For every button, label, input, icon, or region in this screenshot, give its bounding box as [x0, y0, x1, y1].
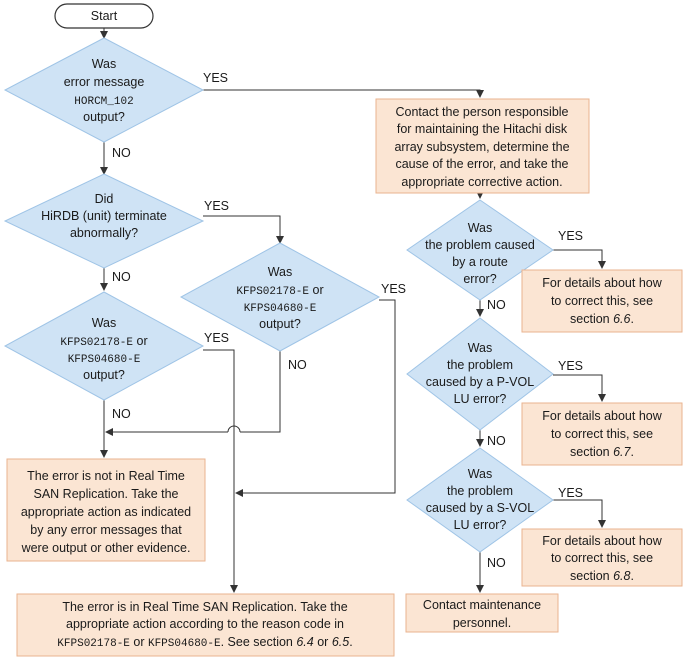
d2-line2: HiRDB (unit) terminate	[41, 209, 167, 223]
label-d3-yes: YES	[381, 282, 406, 296]
d4-line4: output?	[83, 368, 125, 382]
route-line1: For details about how	[542, 276, 662, 290]
label-d3-no: NO	[288, 358, 307, 372]
pvol-line3: section 6.7.	[570, 445, 634, 459]
rtsr-line2: appropriate action according to the reas…	[66, 617, 344, 631]
not-rtsr-line3: appropriate action as indicated	[21, 505, 191, 519]
decision-pvol-error: Was the problem caused by a P-VOL LU err…	[406, 317, 554, 431]
box-pvol-details: For details about how to correct this, s…	[521, 402, 683, 466]
d6-line2: the problem	[447, 358, 513, 372]
d1-line1: Was	[92, 57, 117, 71]
d5-line3: by a route	[452, 255, 508, 269]
d6-line3: caused by a P-VOL	[426, 375, 534, 389]
d4-line2: KFPS02178-E or	[60, 334, 147, 349]
label-d6-no: NO	[487, 434, 506, 448]
rtsr-line3: KFPS02178-E or KFPS04680-E. See section …	[57, 635, 352, 650]
label-d1-yes: YES	[203, 71, 228, 85]
decision-route-error: Was the problem caused by a route error?	[406, 199, 554, 301]
not-rtsr-line4: by any error messages that	[30, 523, 182, 537]
box-contact-responsible: Contact the person responsible for maint…	[375, 98, 590, 194]
pvol-line1: For details about how	[542, 409, 662, 423]
decision-kfps-output: Was KFPS02178-E or KFPS04680-E output?	[3, 291, 205, 401]
label-d5-yes: YES	[558, 229, 583, 243]
label-d7-yes: YES	[558, 486, 583, 500]
d1-code: HORCM_102	[74, 96, 133, 108]
d2-line1: Did	[95, 192, 114, 206]
d7-line3: caused by a S-VOL	[426, 501, 534, 515]
d3-line4: output?	[259, 317, 301, 331]
start-terminal: Start	[54, 3, 154, 29]
d3-line3: KFPS04680-E	[244, 303, 317, 315]
connector-d4-rtsr	[203, 349, 238, 593]
connector-d1-contact	[203, 89, 484, 98]
svol-line1: For details about how	[542, 534, 662, 548]
decision-hirdb-terminate: Did HiRDB (unit) terminate abnormally?	[3, 173, 205, 269]
box-maintenance: Contact maintenance personnel.	[405, 593, 559, 633]
label-d2-no: NO	[112, 270, 131, 284]
box-rtsr: The error is in Real Time SAN Replicatio…	[16, 593, 395, 657]
d4-line1: Was	[92, 316, 117, 330]
box-not-rtsr: The error is not in Real Time SAN Replic…	[6, 458, 206, 562]
label-d4-yes: YES	[204, 331, 229, 345]
label-d4-no: NO	[112, 407, 131, 421]
box-svol-details: For details about how to correct this, s…	[521, 528, 683, 587]
d5-line2: the problem caused	[425, 238, 535, 252]
d7-line1: Was	[468, 467, 493, 481]
label-d5-no: NO	[487, 298, 506, 312]
d7-line2: the problem	[447, 484, 513, 498]
maint-line1: Contact maintenance	[423, 598, 541, 612]
d7-line4: LU error?	[454, 518, 507, 532]
connector-d2-d3	[203, 215, 284, 244]
d3-line2: KFPS02178-E or	[236, 283, 323, 298]
contact-line3: array subsystem, determine the	[394, 140, 569, 154]
route-line3: section 6.6.	[570, 312, 634, 326]
d4-line3: KFPS04680-E	[68, 354, 141, 366]
svol-line3: section 6.8.	[570, 569, 634, 583]
contact-line1: Contact the person responsible	[395, 105, 568, 119]
not-rtsr-line2: SAN Replication. Take the	[34, 487, 179, 501]
decision-kfps-after-terminate: Was KFPS02178-E or KFPS04680-E output?	[179, 242, 381, 352]
connector-d6-pvol	[553, 374, 606, 402]
connector-d7-svol	[553, 499, 606, 528]
decision-svol-error: Was the problem caused by a S-VOL LU err…	[406, 447, 554, 553]
label-d6-yes: YES	[558, 359, 583, 373]
label-d2-yes: YES	[204, 199, 229, 213]
d2-line3: abnormally?	[70, 226, 138, 240]
start-label: Start	[91, 9, 118, 23]
d3-line1: Was	[268, 265, 293, 279]
not-rtsr-line5: were output or other evidence.	[21, 541, 191, 555]
maint-line2: personnel.	[453, 616, 511, 630]
d5-line4: error?	[463, 272, 496, 286]
svol-line2: to correct this, see	[551, 551, 653, 565]
connector-d3-no-a	[240, 351, 281, 433]
not-rtsr-line1: The error is not in Real Time	[27, 469, 185, 483]
d6-line1: Was	[468, 341, 493, 355]
d1-line4: output?	[83, 110, 125, 124]
label-d1-no: NO	[112, 146, 131, 160]
contact-line2: for maintaining the Hitachi disk	[397, 122, 568, 136]
connector-d5-route	[553, 249, 606, 269]
d5-line1: Was	[468, 221, 493, 235]
connector-d3-rtsr	[235, 299, 396, 497]
decision-horcm-102: Was error message HORCM_102 output?	[3, 37, 205, 143]
box-route-details: For details about how to correct this, s…	[521, 269, 683, 333]
contact-line5: appropriate corrective action.	[401, 175, 562, 189]
contact-line4: cause of the error, and take the	[395, 157, 568, 171]
route-line2: to correct this, see	[551, 294, 653, 308]
label-d7-no: NO	[487, 556, 506, 570]
d1-line2: error message	[64, 75, 145, 89]
pvol-line2: to correct this, see	[551, 427, 653, 441]
rtsr-line1: The error is in Real Time SAN Replicatio…	[62, 600, 347, 614]
d6-line4: LU error?	[454, 392, 507, 406]
